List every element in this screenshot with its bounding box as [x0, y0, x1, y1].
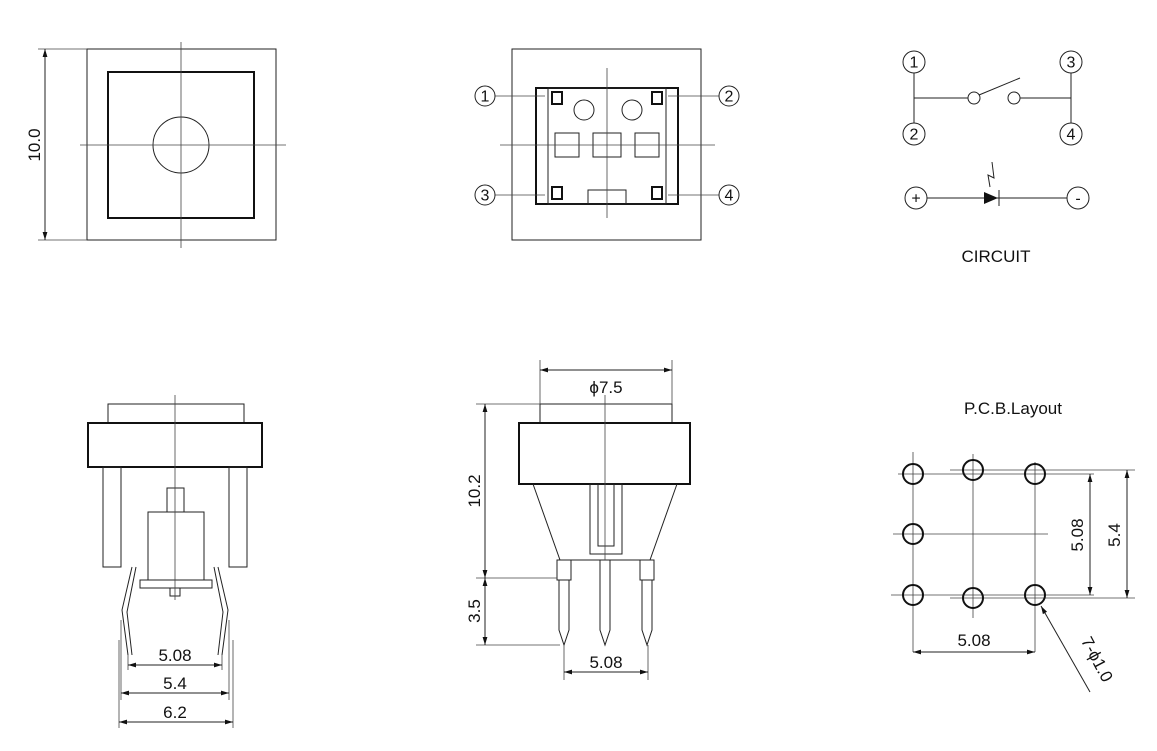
circuit-pin-4: 4 [1067, 127, 1076, 144]
hole-note-label: 7-ϕ1.0 [1077, 634, 1116, 686]
dim-inner-width-label: 5.4 [163, 674, 187, 693]
dim-body-height-label: 10.2 [465, 474, 484, 507]
dim-vertical-outer-label: 5.4 [1105, 523, 1124, 547]
pcb-layout-title: P.C.B.Layout [964, 399, 1062, 418]
pcb-hole [1024, 584, 1046, 606]
circuit-diagram: 1 3 2 4 + - CIRCUIT [902, 50, 1090, 266]
pcb-hole [902, 463, 924, 485]
circuit-pin-3: 3 [1067, 55, 1076, 72]
circuit-pin-2: 2 [910, 127, 919, 144]
led-diode-symbol [984, 192, 998, 204]
switch-contact [967, 91, 981, 105]
front-side-view: 5.08 5.4 6.2 [87, 395, 263, 728]
switch-contact [1007, 91, 1021, 105]
pcb-hole [1024, 463, 1046, 485]
switch-lever [978, 77, 1021, 96]
top-view: 10.0 [25, 42, 286, 248]
dim-diameter-label: ϕ7.5 [589, 378, 622, 397]
dim-pitch-label: 5.08 [158, 646, 191, 665]
led-minus-label: - [1075, 191, 1080, 208]
dim-horizontal-label: 5.08 [957, 631, 990, 650]
pin-label-1: 1 [481, 89, 490, 106]
pcb-hole [902, 523, 924, 545]
dim-outer-width-label: 6.2 [163, 703, 187, 722]
pcb-layout: P.C.B.Layout 5.08 5.4 5.08 7-ϕ1.0 [891, 399, 1135, 693]
light-emission-icon [987, 161, 995, 188]
pin-label-3: 3 [481, 188, 490, 205]
pcb-hole [962, 459, 984, 481]
circuit-pin-1: 1 [910, 55, 919, 72]
pcb-hole [902, 584, 924, 606]
bottom-view: 1 2 3 4 [474, 48, 740, 241]
pcb-hole [962, 587, 984, 609]
side-view: ϕ7.5 10.2 3.5 5.08 [465, 360, 691, 680]
led-plus-label: + [911, 191, 920, 208]
dim-pin-length-label: 3.5 [465, 599, 484, 623]
dim-pitch-label: 5.08 [589, 653, 622, 672]
dim-height-label: 10.0 [25, 128, 44, 161]
pin-label-2: 2 [725, 89, 734, 106]
pin-label-4: 4 [725, 188, 734, 205]
dim-vertical-inner-label: 5.08 [1068, 518, 1087, 551]
circuit-title: CIRCUIT [962, 247, 1031, 266]
